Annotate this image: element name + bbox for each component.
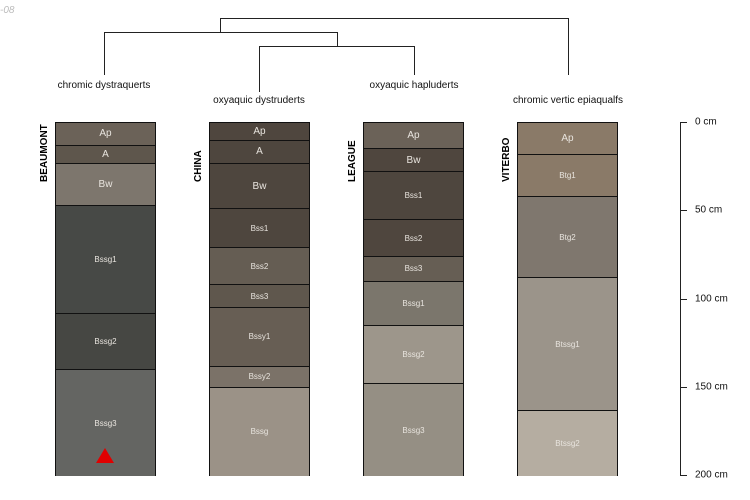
horizon-ap: Ap [518, 123, 617, 155]
corner-label: -08 [0, 5, 15, 16]
profile-name: VITERBO [501, 137, 512, 182]
horizon-a: A [56, 145, 155, 164]
profile-name: LEAGUE [347, 140, 358, 182]
profile-name: CHINA [193, 150, 204, 182]
horizon-bssg3: Bssg3 [364, 384, 463, 476]
horizon-bssg1: Bssg1 [56, 205, 155, 314]
horizon-bssg1: Bssg1 [364, 281, 463, 326]
horizon-ap: Ap [210, 123, 309, 141]
horizon-bss3: Bss3 [210, 285, 309, 309]
horizon-btssg1: Btssg1 [518, 278, 617, 411]
horizon-btssg2: Btssg2 [518, 410, 617, 476]
horizon-btg2: Btg2 [518, 197, 617, 279]
horizon-bw: Bw [56, 163, 155, 206]
horizon-bssg: Bssg [210, 387, 309, 476]
depth-tick-label: 200 cm [695, 469, 728, 481]
depth-tick-label: 0 cm [695, 116, 717, 128]
horizon-a: A [210, 140, 309, 164]
taxon-label: chromic vertic epiaqualfs [512, 95, 624, 106]
horizon-bssy2: Bssy2 [210, 366, 309, 388]
depth-tick-label: 150 cm [695, 381, 728, 393]
horizon-ap: Ap [56, 123, 155, 146]
horizon-bss1: Bss1 [210, 209, 309, 249]
horizon-bssy1: Bssy1 [210, 308, 309, 367]
depth-tick [680, 122, 687, 123]
dendrogram-branch-inner [259, 46, 415, 92]
horizon-bss3: Bss3 [364, 257, 463, 282]
depth-tick-label: 100 cm [695, 293, 728, 304]
depth-tick [680, 386, 687, 388]
taxon-label: oxyaquic dystruderts [213, 95, 305, 106]
taxon-label: chromic dystraquerts [57, 80, 151, 91]
dendrogram [104, 18, 569, 92]
horizon-bw: Bw [210, 163, 309, 210]
depth-tick [680, 210, 687, 212]
taxon-label: oxyaquic hapluderts [369, 80, 459, 91]
horizon-btg1: Btg1 [518, 154, 617, 198]
depth-tick-label: 50 cm [695, 204, 723, 216]
horizon-bss2: Bss2 [364, 220, 463, 258]
marker-triangle-icon [96, 448, 114, 463]
horizon-bssg2: Bssg2 [56, 313, 155, 371]
horizon-ap: Ap [364, 123, 463, 150]
horizon-bss1: Bss1 [364, 172, 463, 221]
horizon-bssg2: Bssg2 [364, 325, 463, 385]
horizon-bw: Bw [364, 149, 463, 173]
horizon-bss2: Bss2 [210, 248, 309, 286]
dendrogram-branch-left [104, 32, 338, 75]
profile-name: BEAUMONT [39, 124, 50, 182]
depth-tick [680, 475, 687, 476]
depth-tick [680, 298, 687, 300]
dendrogram-root [220, 18, 569, 75]
